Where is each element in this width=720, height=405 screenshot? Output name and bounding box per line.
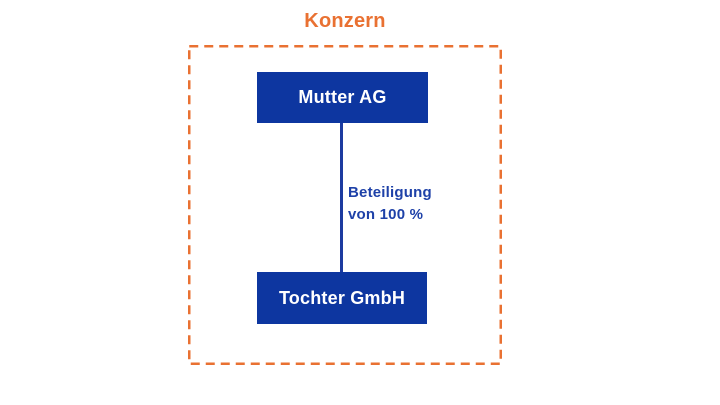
node-mutter-ag: Mutter AG	[257, 72, 428, 123]
edge-label-line2: von 100 %	[348, 206, 424, 223]
edge-label: Beteiligung von 100 %	[348, 182, 432, 226]
node-mutter-ag-label: Mutter AG	[298, 87, 387, 107]
edge-label-line1: Beteiligung	[348, 184, 432, 201]
diagram-title: Konzern	[304, 10, 386, 32]
konzern-frame	[188, 45, 502, 365]
node-tochter-gmbh-label: Tochter GmbH	[278, 287, 406, 308]
connector-line	[340, 123, 343, 272]
node-tochter-gmbh: Tochter GmbH	[257, 272, 427, 324]
konzern-frame-border	[188, 45, 502, 365]
